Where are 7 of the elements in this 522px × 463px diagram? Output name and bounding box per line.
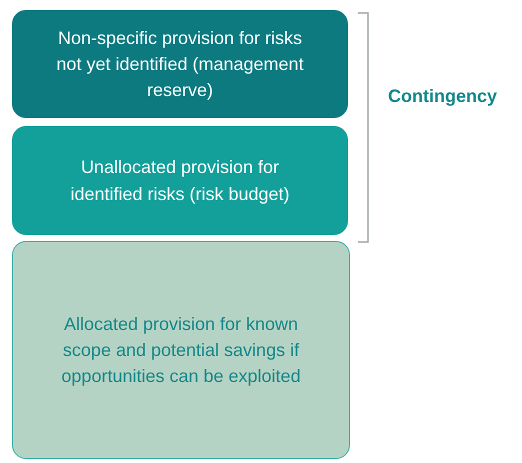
bracket-label: Contingency (388, 86, 498, 107)
box-text: Unallocated provision for identified risks (risk budget) (69, 156, 291, 206)
provision-box (12, 241, 350, 459)
box-text: Allocated provision for known scope and potential savings if opportunities can be exploited (60, 312, 302, 388)
box-text: Non-specific provision for risks not yet identified (management reserve) (55, 26, 305, 102)
provision-box (12, 126, 348, 235)
provision-box (12, 10, 348, 118)
